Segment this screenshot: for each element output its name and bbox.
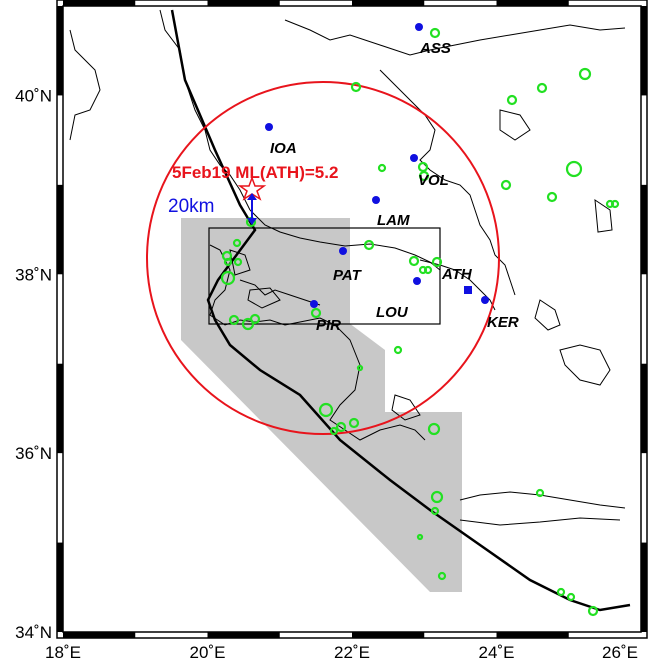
green-station-marker [232,238,242,248]
station-label-lou: LOU [376,304,409,321]
blue-station-marker [413,277,421,285]
green-station-marker [437,571,447,581]
green-station-marker [417,161,429,173]
blue-station-marker [265,123,273,131]
x-tick-label: 22˚E [334,643,370,662]
station-label-lam: LAM [377,212,410,229]
map-frame [56,0,648,639]
blue-station-marker [372,196,380,204]
green-station-marker [610,199,620,209]
station-label-pat: PAT [333,267,363,284]
event-label: 5Feb19 ML(ATH)=5.2 [172,163,338,182]
y-tick-label: 36˚N [15,444,52,463]
green-station-marker [427,422,441,436]
arrow-head-bottom-icon [247,218,257,225]
green-station-marker [377,163,387,173]
green-station-marker [408,255,420,267]
green-station-marker [423,265,433,275]
y-tick-label: 38˚N [15,265,52,284]
green-station-marker [329,426,339,436]
station-label-pir: PIR [316,317,341,334]
blue-station-marker [481,296,489,304]
y-axis-labels: 34˚N 36˚N 38˚N 40˚N [15,86,52,642]
blue-station-marker [415,23,423,31]
green-station-marker [535,488,545,498]
athens-square-marker [464,286,472,294]
green-stations [220,27,620,617]
event-marker: 5Feb19 ML(ATH)=5.2 20km [168,163,338,225]
green-station-marker [430,490,444,504]
station-label-ioa: IOA [270,140,297,157]
green-station-marker [350,81,362,93]
green-station-marker [241,317,255,331]
x-tick-label: 26˚E [602,643,638,662]
station-label-vol: VOL [418,172,449,189]
green-station-marker [363,239,375,251]
blue-station-marker [410,154,418,162]
green-station-marker [310,307,322,319]
green-station-marker [249,313,261,325]
offset-label: 20km [168,196,214,217]
station-label-ker: KER [487,314,519,331]
green-station-marker [500,179,512,191]
blue-station-marker [310,300,318,308]
green-station-marker [223,257,233,267]
shaded-zone-ext [345,320,385,412]
coastlines [69,9,626,526]
blue-stations [265,23,489,308]
green-station-marker [233,257,243,267]
y-tick-label: 34˚N [15,623,52,642]
track-line [170,9,631,612]
green-station-marker [430,506,440,516]
green-station-marker [348,417,360,429]
green-station-marker [431,256,443,268]
green-station-marker [587,605,599,617]
green-station-marker [393,345,403,355]
green-station-marker [565,160,583,178]
green-station-marker [566,592,576,602]
green-station-marker [416,533,424,541]
green-station-marker [556,587,566,597]
study-box [208,227,441,325]
green-station-marker [228,314,240,326]
station-labels: ASS IOA VOL LAM PAT ATH PIR LOU KER [270,40,519,334]
station-label-ath: ATH [441,266,473,283]
x-tick-label: 18˚E [45,643,81,662]
radius-circle [146,81,500,435]
x-tick-label: 20˚E [190,643,226,662]
green-station-marker [536,82,548,94]
green-station-marker [418,170,430,182]
green-station-marker [546,191,558,203]
green-station-marker [578,67,592,81]
green-station-marker [335,421,347,433]
station-label-ass: ASS [419,40,451,57]
x-axis-labels: 18˚E 20˚E 22˚E 24˚E 26˚E [45,643,638,662]
blue-station-marker [339,247,347,255]
green-station-marker [220,270,236,286]
green-station-marker [506,94,518,106]
y-tick-label: 40˚N [15,86,52,105]
green-station-marker [318,402,334,418]
x-tick-label: 24˚E [479,643,515,662]
arrow-head-top-icon [247,193,257,200]
green-station-marker [356,364,364,372]
green-station-marker [429,27,441,39]
